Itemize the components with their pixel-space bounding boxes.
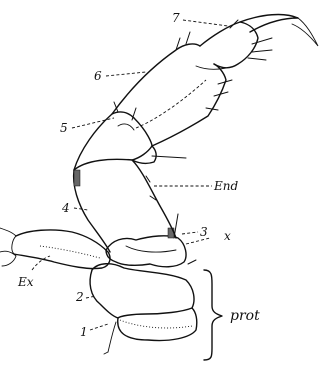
label-segment-6: 6 bbox=[94, 69, 102, 83]
label-endopodite: End bbox=[213, 179, 238, 193]
protopodite bbox=[90, 264, 197, 354]
label-segment-5: 5 bbox=[60, 121, 68, 135]
leader-3 bbox=[182, 232, 198, 234]
label-x: x bbox=[224, 229, 231, 243]
leader-6 bbox=[106, 72, 146, 76]
label-protopodite: prot bbox=[230, 308, 260, 324]
label-segment-4: 4 bbox=[61, 201, 70, 215]
label-segment-1: 1 bbox=[80, 325, 88, 339]
exopodite bbox=[0, 228, 110, 269]
protopodite-brace bbox=[204, 270, 222, 360]
label-exopodite: Ex bbox=[17, 275, 34, 289]
leader-5 bbox=[72, 118, 114, 128]
leader-1 bbox=[90, 324, 108, 330]
leader-7 bbox=[183, 20, 228, 26]
label-segment-3: 3 bbox=[200, 225, 208, 239]
segment-7 bbox=[196, 15, 318, 70]
label-segment-7: 7 bbox=[172, 11, 180, 25]
joint-segment-3 bbox=[106, 214, 196, 267]
label-segment-2: 2 bbox=[75, 290, 84, 304]
segment-6 bbox=[112, 32, 232, 146]
